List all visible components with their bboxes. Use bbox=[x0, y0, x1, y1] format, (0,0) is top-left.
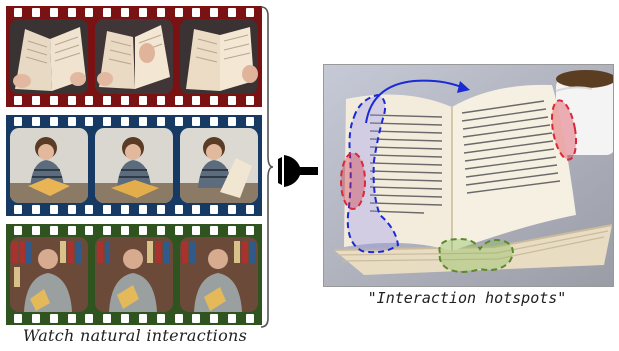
video-frame-man-reading-3 bbox=[180, 237, 258, 312]
video-frame-hands-book-1 bbox=[10, 19, 88, 94]
hotspot-page-edge-right bbox=[550, 99, 578, 161]
open-book bbox=[333, 84, 613, 275]
page-turn-arrow bbox=[365, 79, 467, 124]
sprocket-holes bbox=[14, 96, 254, 105]
sprocket-holes bbox=[14, 8, 254, 17]
film-strip-blue bbox=[6, 115, 262, 216]
caption-interaction-hotspots: "Interaction hotspots" bbox=[367, 289, 567, 307]
video-frame-man-reading-2 bbox=[95, 237, 173, 312]
sprocket-holes bbox=[14, 117, 254, 126]
video-frame-child-reading-2 bbox=[95, 128, 173, 203]
video-frame-hands-book-2 bbox=[95, 19, 173, 94]
caption-watch-natural-interactions: Watch natural interactions bbox=[22, 326, 248, 345]
video-frame-hands-book-3 bbox=[180, 19, 258, 94]
hotspot-page-turn-region bbox=[346, 93, 400, 254]
funnel-icon bbox=[278, 155, 318, 187]
sprocket-holes bbox=[14, 205, 254, 214]
film-strip-green bbox=[6, 224, 262, 325]
coffee-mug bbox=[555, 70, 613, 155]
sprocket-holes bbox=[14, 226, 254, 235]
curly-bracket bbox=[260, 6, 274, 328]
film-strip-red bbox=[6, 6, 262, 107]
video-frame-child-reading-3 bbox=[180, 128, 258, 203]
hotspot-photo bbox=[323, 64, 614, 287]
video-frame-child-reading-1 bbox=[10, 128, 88, 203]
video-frame-man-reading-1 bbox=[10, 237, 88, 312]
hotspot-book-bottom bbox=[438, 237, 514, 273]
arrow-head bbox=[457, 81, 470, 93]
sprocket-holes bbox=[14, 314, 254, 323]
hotspot-page-edge-left bbox=[340, 152, 366, 210]
